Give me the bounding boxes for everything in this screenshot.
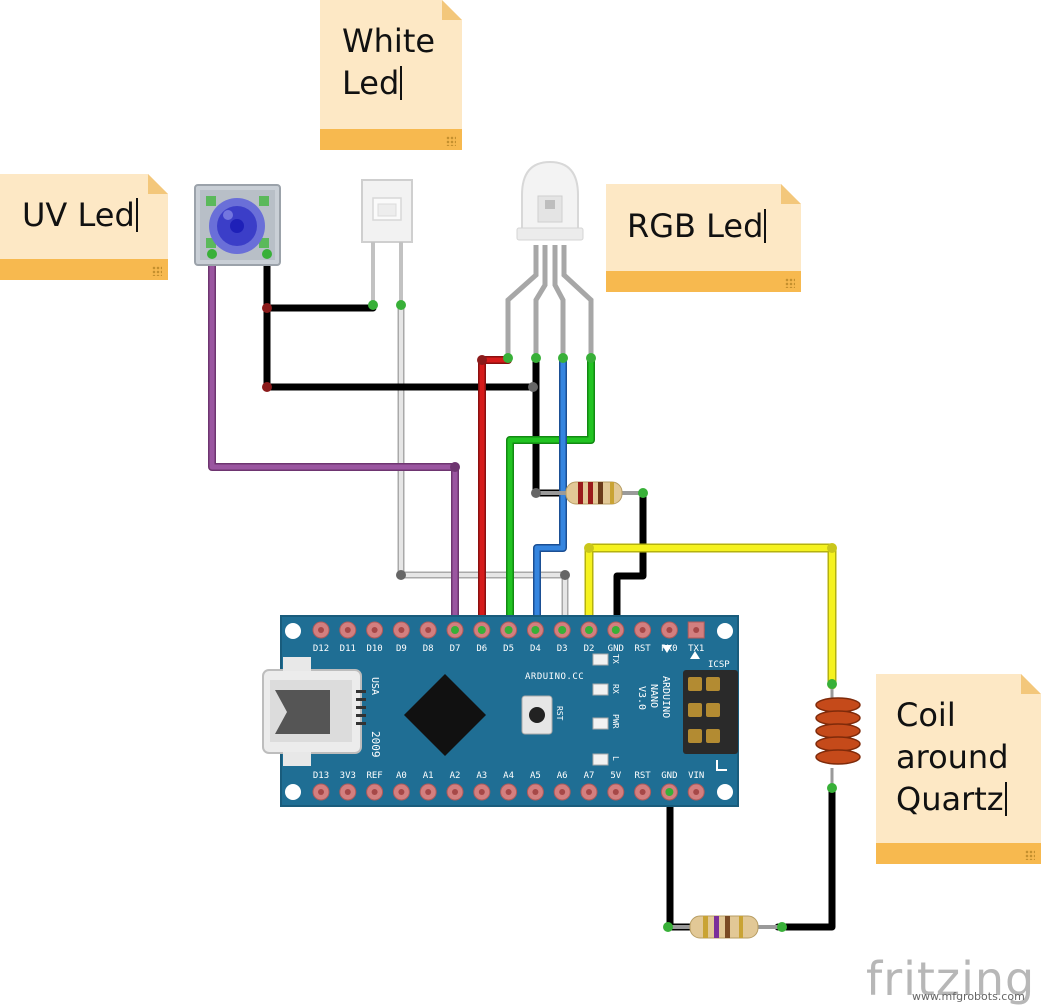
pin-label-rst: RST bbox=[634, 644, 651, 654]
pin-label-a7: A7 bbox=[584, 771, 595, 781]
pin-label-3v3: 3V3 bbox=[340, 771, 356, 781]
pin-label-d6: D6 bbox=[476, 644, 487, 654]
note-white-led-text: White Led bbox=[342, 22, 436, 102]
led-label-pwr: PWR bbox=[611, 714, 620, 729]
rgb-led bbox=[505, 160, 594, 358]
board-icsp: ICSP bbox=[708, 660, 730, 670]
pin-label-a5: A5 bbox=[530, 771, 541, 781]
watermark: www.mfgrobots.com bbox=[912, 990, 1025, 1003]
rst-button-label: RST bbox=[555, 706, 564, 721]
note-rgb-led-text: RGB Led bbox=[627, 205, 766, 247]
pin-label-ref: REF bbox=[366, 771, 382, 781]
board-year: 2009 bbox=[369, 731, 382, 758]
white-led bbox=[361, 179, 413, 305]
pin-label-d12: D12 bbox=[313, 644, 329, 654]
uv-led bbox=[194, 184, 281, 266]
top-pin-row: D12D11D10D9D8D7D6D5D4D3D2GNDRSTRX0TX1 bbox=[312, 621, 705, 654]
pin-label-d8: D8 bbox=[423, 644, 434, 654]
coil-inductor bbox=[815, 682, 861, 788]
bottom-pin-row: D13 3V3 REF A0 A1 A2 A3 A4 A5 A6 A7 5V RST GND VIN bbox=[312, 771, 705, 801]
resistor-coil bbox=[668, 915, 782, 939]
wire-black-rgb-common bbox=[532, 356, 566, 497]
pin-label-a0: A0 bbox=[396, 771, 407, 781]
pin-label-d10: D10 bbox=[366, 644, 382, 654]
pin-label-d2: D2 bbox=[584, 644, 595, 654]
wire-endpoints bbox=[207, 249, 837, 932]
pin-label-gnd: GND bbox=[608, 644, 624, 654]
pin-label-d13: D13 bbox=[313, 771, 329, 781]
note-uv-led-text: UV Led bbox=[22, 194, 138, 236]
led-label-rx: RX bbox=[611, 684, 620, 694]
pin-label-d4: D4 bbox=[530, 644, 541, 654]
model-line-1: ARDUINO bbox=[660, 676, 671, 718]
resistor-rgb bbox=[540, 481, 645, 505]
wires bbox=[208, 250, 837, 931]
wire-black-coil-return bbox=[774, 784, 836, 931]
note-uv-led: UV Led bbox=[0, 174, 168, 280]
pin-label-d11: D11 bbox=[340, 644, 356, 654]
note-coil: Coil around Quartz bbox=[876, 674, 1041, 864]
note-white-led: White Led bbox=[320, 0, 462, 150]
pin-label-d5: D5 bbox=[503, 644, 514, 654]
wire-red-rgb bbox=[478, 356, 512, 634]
pin-label-5v: 5V bbox=[610, 771, 621, 781]
fritzing-logo-text: fritzing bbox=[866, 952, 1036, 1006]
pin-label-a1: A1 bbox=[423, 771, 434, 781]
board-brand: ARDUINO.CC bbox=[525, 672, 584, 682]
led-label-l: L bbox=[611, 756, 620, 761]
wire-black-gnd-bottom bbox=[666, 786, 699, 931]
arduino-nano: D12D11D10D9D8D7D6D5D4D3D2GNDRSTRX0TX1 D1… bbox=[262, 615, 739, 807]
pin-label-a2: A2 bbox=[450, 771, 461, 781]
wire-black-to-gnd bbox=[613, 489, 647, 634]
board-made-in: USA bbox=[369, 677, 380, 695]
led-label-tx: TX bbox=[611, 654, 620, 664]
note-rgb-led: RGB Led bbox=[606, 184, 801, 292]
pin-label-d3: D3 bbox=[557, 644, 568, 654]
model-line-3: V3.0 bbox=[636, 686, 647, 710]
pin-label-tx1: TX1 bbox=[688, 644, 704, 654]
note-coil-text: Coil around Quartz bbox=[896, 696, 1009, 818]
model-line-2: NANO bbox=[648, 684, 659, 708]
pin-label-rst: RST bbox=[634, 771, 651, 781]
pin-label-d7: D7 bbox=[450, 644, 461, 654]
pin-label-a4: A4 bbox=[503, 771, 514, 781]
pin-label-a6: A6 bbox=[557, 771, 568, 781]
pin-label-a3: A3 bbox=[476, 771, 487, 781]
pin-label-vin: VIN bbox=[688, 771, 704, 781]
pin-label-gnd: GND bbox=[661, 771, 677, 781]
pin-label-d9: D9 bbox=[396, 644, 407, 654]
